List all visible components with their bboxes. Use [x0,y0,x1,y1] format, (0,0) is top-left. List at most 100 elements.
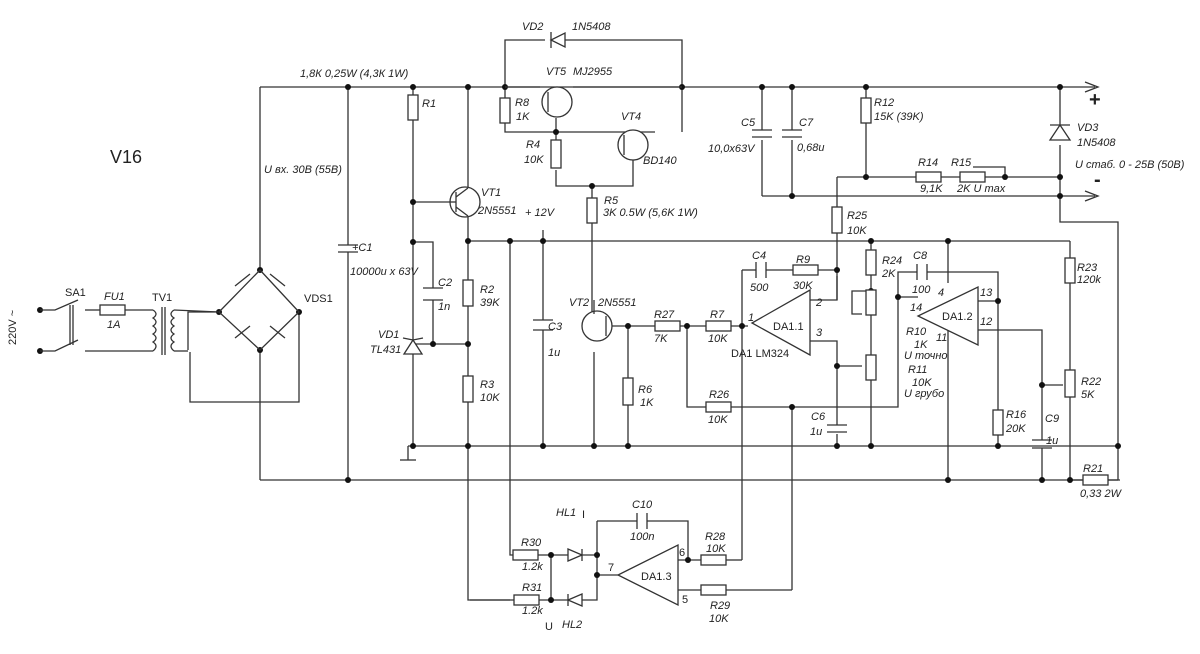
R7-value: 10K [708,333,728,345]
DA1.2-label: DA1.2 [942,311,973,323]
VDS1-label: VDS1 [304,293,333,305]
R29-value: 10K [709,613,729,625]
R10-label: R10 [906,326,927,338]
minus-terminal: - [1094,169,1101,191]
VT1-value: 2N5551 [477,205,517,217]
R6-label: R6 [638,384,653,396]
C10-label: C10 [632,499,653,511]
labels: 1,8К 0,25W (4,3К 1W) U вх. 30В (55В) +C1… [264,21,1185,633]
R26-value: 10K [708,414,728,426]
R22-value: 5K [1081,389,1095,401]
input-voltage: U вх. 30В (55В) [264,164,342,176]
DA1.2-pin4: 4 [938,287,944,299]
DA1.3-pin6: 6 [679,547,685,559]
R12-value: 15K (39K) [874,111,924,123]
VT1-label: VT1 [481,187,501,199]
C6-value: 1u [810,426,822,438]
C6-label: C6 [811,411,826,423]
C8-label: C8 [913,250,928,262]
VT5-label: VT5 [546,66,567,78]
R2-label: R2 [480,284,494,296]
R27-label: R27 [654,309,675,321]
R28-label: R28 [705,531,726,543]
R14-value: 9,1K [920,183,943,195]
DA1.3-pin5: 5 [682,594,688,606]
DA1.1-pin3: 3 [816,327,823,339]
R9-value: 30K [793,280,813,292]
R15-value: 2K U max [956,183,1006,195]
junction-dots [37,84,1121,603]
R24-value: 2K [881,268,896,280]
wires [187,39,1120,601]
DA1.2-pin14: 14 [910,302,922,314]
C4-value: 500 [750,282,769,294]
R1-label: R1 [422,98,436,110]
DA1.1-pin1: 1 [748,312,754,324]
FU1-label: FU1 [104,291,125,303]
R23-value: 120k [1077,274,1101,286]
SA1-label: SA1 [65,287,86,299]
R11-value: 10K [912,377,932,389]
R3-value: 10K [480,392,500,404]
R8-label: R8 [515,97,530,109]
R12-label: R12 [874,97,894,109]
mains-label: 220V ~ [7,310,19,345]
C8-value: 100 [912,284,931,296]
R21-label: R21 [1083,463,1103,475]
R14-label: R14 [918,157,938,169]
R10-value: 1K [914,339,928,351]
R31-value: 1.2k [522,605,543,617]
VD1-value: TL431 [370,344,401,356]
VD3-value: 1N5408 [1077,137,1116,149]
VT4-label: VT4 [621,111,641,123]
C5-value: 10,0x63V [708,143,756,155]
plus-terminal: + [1089,89,1101,111]
R7-label: R7 [710,309,725,321]
VD2-label: VD2 [522,21,543,33]
HL2-label: HL2 [562,619,582,631]
HL1-mark: I [582,509,585,521]
output-voltage: U стаб. 0 - 25В (50В) [1075,159,1185,171]
C2-value: 1n [438,301,450,313]
R4-value: 10K [524,154,544,166]
TV1-label: TV1 [152,292,172,304]
R30-label: R30 [521,537,542,549]
DA1.3-label: DA1.3 [641,571,672,583]
R11-note: U грубо [904,388,944,400]
R21-value: 0,33 2W [1080,488,1123,500]
R27-value: 7K [654,333,668,345]
diagram-title: V16 [110,147,142,167]
C5-label: C5 [741,117,756,129]
R26-label: R26 [709,389,730,401]
R5-label: R5 [604,195,619,207]
R16-label: R16 [1006,409,1027,421]
VT5-value: MJ2955 [573,66,613,78]
R2-value: 39K [480,297,500,309]
VT4-value: BD140 [643,155,678,167]
R31-label: R31 [522,582,542,594]
aux-12v: + 12V [525,207,556,219]
C1-value: 10000u x 63V [350,266,420,278]
C10-value: 100n [630,531,654,543]
DA1.2-pin13: 13 [980,287,993,299]
C3-value: 1u [548,347,560,359]
R25-value: 10K [847,225,867,237]
mains-input: 220V ~ SA1 FU1 1A TV1 VDS1 [7,269,333,355]
DA1.1-label: DA1.1 [773,321,804,333]
DA1.2-pin12: 12 [980,316,992,328]
components [338,31,1109,607]
R22-label: R22 [1081,376,1101,388]
VD3-label: VD3 [1077,122,1099,134]
DA1-value: DA1 LM324 [731,348,789,360]
R23-label: R23 [1077,262,1098,274]
FU1-value: 1A [107,319,120,331]
C2-label: C2 [438,277,452,289]
R10-note: U точно [904,350,948,362]
C7-value: 0,68u [797,142,825,154]
DA1.2-pin11: 11 [936,332,947,344]
C7-label: C7 [799,117,814,129]
HL2-mark: U [545,621,553,633]
R24-label: R24 [882,255,902,267]
R28-value: 10K [706,543,726,555]
